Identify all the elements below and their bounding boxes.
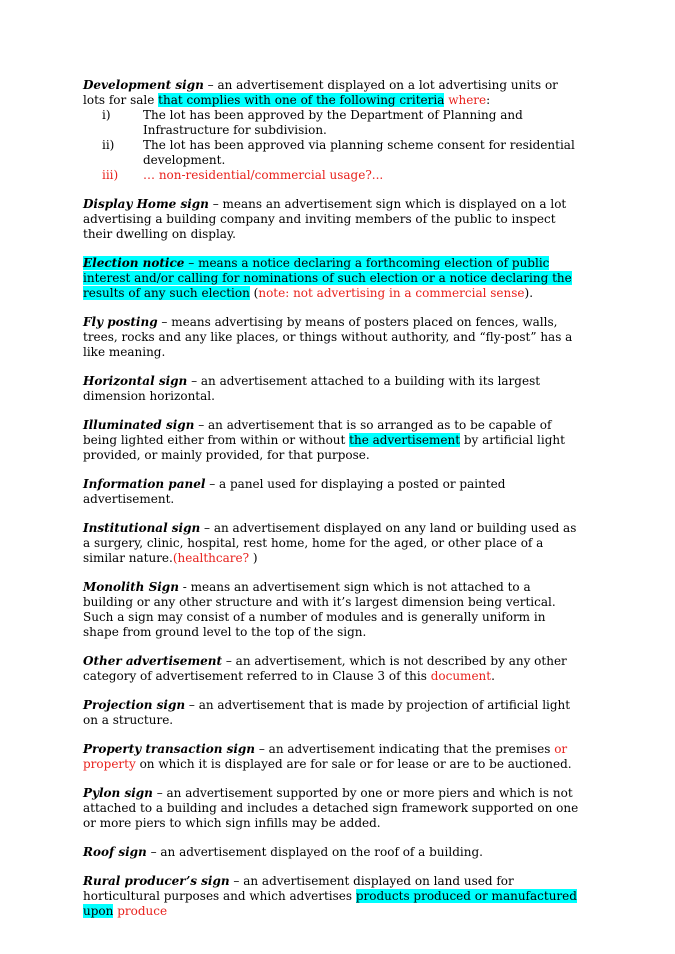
- red-comment-text: (healthcare?: [172, 551, 250, 565]
- highlighted-text: the advertisement: [349, 433, 461, 447]
- definition-text: – an advertisement attached to a buildin…: [83, 374, 541, 403]
- term: Fly posting: [83, 315, 158, 329]
- term: Roof sign: [83, 845, 147, 859]
- definition-text: – means an advertisement sign which is d…: [83, 197, 567, 241]
- red-comment-text: produce: [113, 904, 168, 918]
- term: Pylon sign: [83, 786, 153, 800]
- punctuation: ): [249, 551, 258, 565]
- definition-text: – an advertisement supported by one or m…: [83, 786, 579, 830]
- definition-text: – an advertisement displayed on the roof…: [146, 845, 483, 859]
- term: Election notice: [83, 256, 185, 270]
- definition-text: – means advertising by means of posters …: [83, 315, 573, 359]
- list-item: iii) … non-residential/commercial usage?…: [83, 168, 583, 183]
- definition-election-notice: Election notice – means a notice declari…: [83, 256, 583, 301]
- definition-other-advertisement: Other advertisement – an advertisement, …: [83, 654, 583, 684]
- punctuation: (: [249, 286, 259, 300]
- red-comment-text: where: [444, 93, 487, 107]
- document-page: Development sign – an advertisement disp…: [83, 78, 583, 933]
- definition-institutional-sign: Institutional sign – an advertisement di…: [83, 521, 583, 566]
- list-item: ii) The lot has been approved via planni…: [83, 138, 583, 168]
- term: Information panel: [83, 477, 206, 491]
- term: Development sign: [83, 78, 204, 92]
- red-comment-text: note: not advertising in a commercial se…: [258, 286, 525, 300]
- definition-text: - means an advertisement sign which is n…: [83, 580, 556, 639]
- definition-monolith-sign: Monolith Sign - means an advertisement s…: [83, 580, 583, 640]
- term: Monolith Sign: [83, 580, 179, 594]
- list-number: i): [102, 108, 111, 122]
- definition-text: – an advertisement that is made by proje…: [83, 698, 571, 727]
- definition-text: on which it is displayed are for sale or…: [135, 757, 572, 771]
- punctuation: :: [486, 93, 491, 107]
- term: Illuminated sign: [83, 418, 195, 432]
- term: Other advertisement: [83, 654, 223, 668]
- definition-text: – means a notice declaring a forthcoming…: [83, 256, 572, 300]
- definition-property-transaction-sign: Property transaction sign – an advertise…: [83, 742, 583, 772]
- list-number: iii): [102, 168, 119, 182]
- definition-text: – an advertisement displayed on a lot ad…: [83, 78, 558, 107]
- term: Property transaction sign: [83, 742, 256, 756]
- highlighted-text: that complies with one of the following …: [158, 93, 445, 107]
- definition-text: – a panel used for displaying a posted o…: [83, 477, 506, 506]
- criteria-list: i) The lot has been approved by the Depa…: [83, 108, 583, 183]
- definition-illuminated-sign: Illuminated sign – an advertisement that…: [83, 418, 583, 463]
- list-text: The lot has been approved via planning s…: [143, 138, 575, 167]
- definition-text: – an advertisement, which is not describ…: [83, 654, 567, 683]
- definition-projection-sign: Projection sign – an advertisement that …: [83, 698, 583, 728]
- term: Rural producer’s sign: [83, 874, 230, 888]
- definition-text: – an advertisement displayed on any land…: [83, 521, 577, 565]
- term: Projection sign: [83, 698, 186, 712]
- definition-roof-sign: Roof sign – an advertisement displayed o…: [83, 845, 583, 860]
- definition-rural-producers-sign: Rural producer’s sign – an advertisement…: [83, 874, 583, 919]
- definition-text: by artificial light provided, or mainly …: [83, 433, 565, 462]
- red-comment-text: or property: [83, 742, 568, 771]
- definition-fly-posting: Fly posting – means advertising by means…: [83, 315, 583, 360]
- definition-development-sign: Development sign – an advertisement disp…: [83, 78, 583, 108]
- definition-horizontal-sign: Horizontal sign – an advertisement attac…: [83, 374, 583, 404]
- list-item: i) The lot has been approved by the Depa…: [83, 108, 583, 138]
- definition-text: – an advertisement indicating that the p…: [255, 742, 555, 756]
- definition-information-panel: Information panel – a panel used for dis…: [83, 477, 583, 507]
- punctuation: ).: [524, 286, 534, 300]
- term: Institutional sign: [83, 521, 201, 535]
- list-text: … non-residential/commercial usage?...: [143, 168, 384, 182]
- term: Horizontal sign: [83, 374, 188, 388]
- list-text: The lot has been approved by the Departm…: [143, 108, 523, 137]
- list-number: ii): [102, 138, 115, 152]
- red-comment-text: document: [430, 669, 492, 683]
- definition-text: – an advertisement that is so arranged a…: [83, 418, 552, 447]
- definition-text: – an advertisement displayed on land use…: [83, 874, 514, 903]
- definition-display-home-sign: Display Home sign – means an advertiseme…: [83, 197, 583, 242]
- term: Display Home sign: [83, 197, 209, 211]
- definition-pylon-sign: Pylon sign – an advertisement supported …: [83, 786, 583, 831]
- punctuation: .: [491, 669, 495, 683]
